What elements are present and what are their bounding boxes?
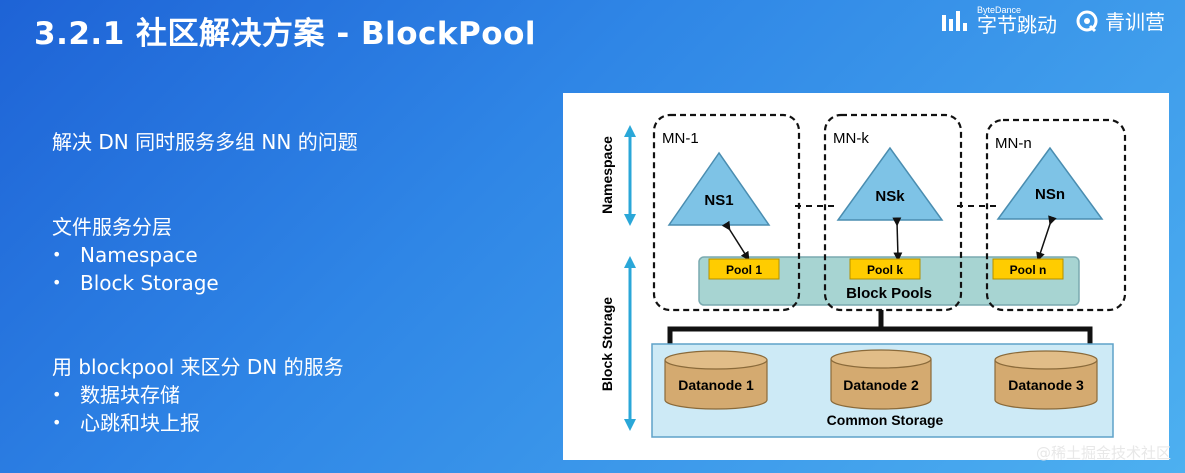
datanode-cylinder: Datanode 3 [994,350,1098,410]
qingxunying-logo: 青训营 [1075,6,1165,35]
datanode-label: Datanode 3 [1008,377,1084,393]
pool-box [849,258,921,280]
bullet-dot-icon: • [52,273,62,292]
blockpool-section: 用 blockpool 来区分 DN 的服务 • 数据块存储 • 心跳和块上报 [52,353,344,437]
datanode-cylinder: Datanode 2 [830,349,932,410]
mn-box [985,118,1127,312]
qingxunying-icon [1076,10,1098,32]
blockpool-diagram: Namespace Block Storage Block Pools MN-1… [563,93,1169,460]
intro-text: 解决 DN 同时服务多组 NN 的问题 [52,130,358,154]
pool-label: Pool 1 [726,263,762,277]
bullet-dot-icon: • [52,413,62,432]
blockpool-heading: 用 blockpool 来区分 DN 的服务 [52,355,344,379]
pool-label: Pool k [867,263,903,277]
mn-box [823,113,963,312]
namespace-triangle [667,151,771,226]
ns-pool-arrow [1036,215,1057,262]
bullet-item: • Block Storage [52,269,219,297]
mn-label: MN-1 [662,130,699,147]
diagram-svg: Namespace Block Storage Block Pools MN-1… [599,113,1127,438]
layering-section: 文件服务分层 • Namespace • Block Storage [52,213,219,297]
bytedance-small-text: ByteDance [977,5,1022,15]
mn-label: MN-k [833,130,869,147]
bytedance-logo: ByteDance 字节跳动 [941,6,1057,35]
bullet-dot-icon: • [52,385,62,404]
ns-pool-arrow [721,220,750,261]
pool-label: Pool n [1010,263,1047,277]
bullet-item: • 数据块存储 [52,381,344,409]
bullet-item: • Namespace [52,241,219,269]
bytedance-cn-text: 字节跳动 [977,13,1057,37]
ns-label: NSk [875,188,905,205]
brand-header: ByteDance 字节跳动 青训营 [941,6,1165,35]
pool-box [992,258,1064,280]
pool-box [708,258,780,280]
ns-pool-arrow [892,217,903,262]
bullet-text: 心跳和块上报 [80,411,200,435]
namespace-triangle [996,146,1104,220]
storage-axis-arrow [624,256,636,431]
bullet-text: Block Storage [80,271,219,295]
mn-label: MN-n [995,135,1032,152]
ns-label: NS1 [704,192,733,209]
namespace-axis-label: Namespace [599,136,615,214]
ns-label: NSn [1035,186,1065,203]
namespace-axis-arrow [624,125,636,226]
common-storage-label: Common Storage [827,412,944,428]
storage-connector [667,310,1093,350]
block-pools-band [698,256,1080,306]
mn-box [652,113,801,312]
namespace-triangle [836,146,944,221]
bullet-text: 数据块存储 [80,383,180,407]
storage-axis-label: Block Storage [599,297,615,391]
watermark: @稀土掘金技术社区 [1035,444,1171,462]
slide-title: 3.2.1 社区解决方案 - BlockPool [34,16,536,52]
layering-heading: 文件服务分层 [52,215,172,239]
datanode-label: Datanode 1 [678,377,754,393]
bullet-text: Namespace [80,243,198,267]
datanode-cylinder: Datanode 1 [664,350,768,410]
datanode-label: Datanode 2 [843,377,919,393]
block-pools-label: Block Pools [846,285,932,302]
bullet-item: • 心跳和块上报 [52,409,344,437]
bytedance-bars-icon [942,10,967,31]
qingxunying-text: 青训营 [1105,10,1165,34]
bullet-dot-icon: • [52,245,62,264]
intro-text-block: 解决 DN 同时服务多组 NN 的问题 [52,128,358,156]
